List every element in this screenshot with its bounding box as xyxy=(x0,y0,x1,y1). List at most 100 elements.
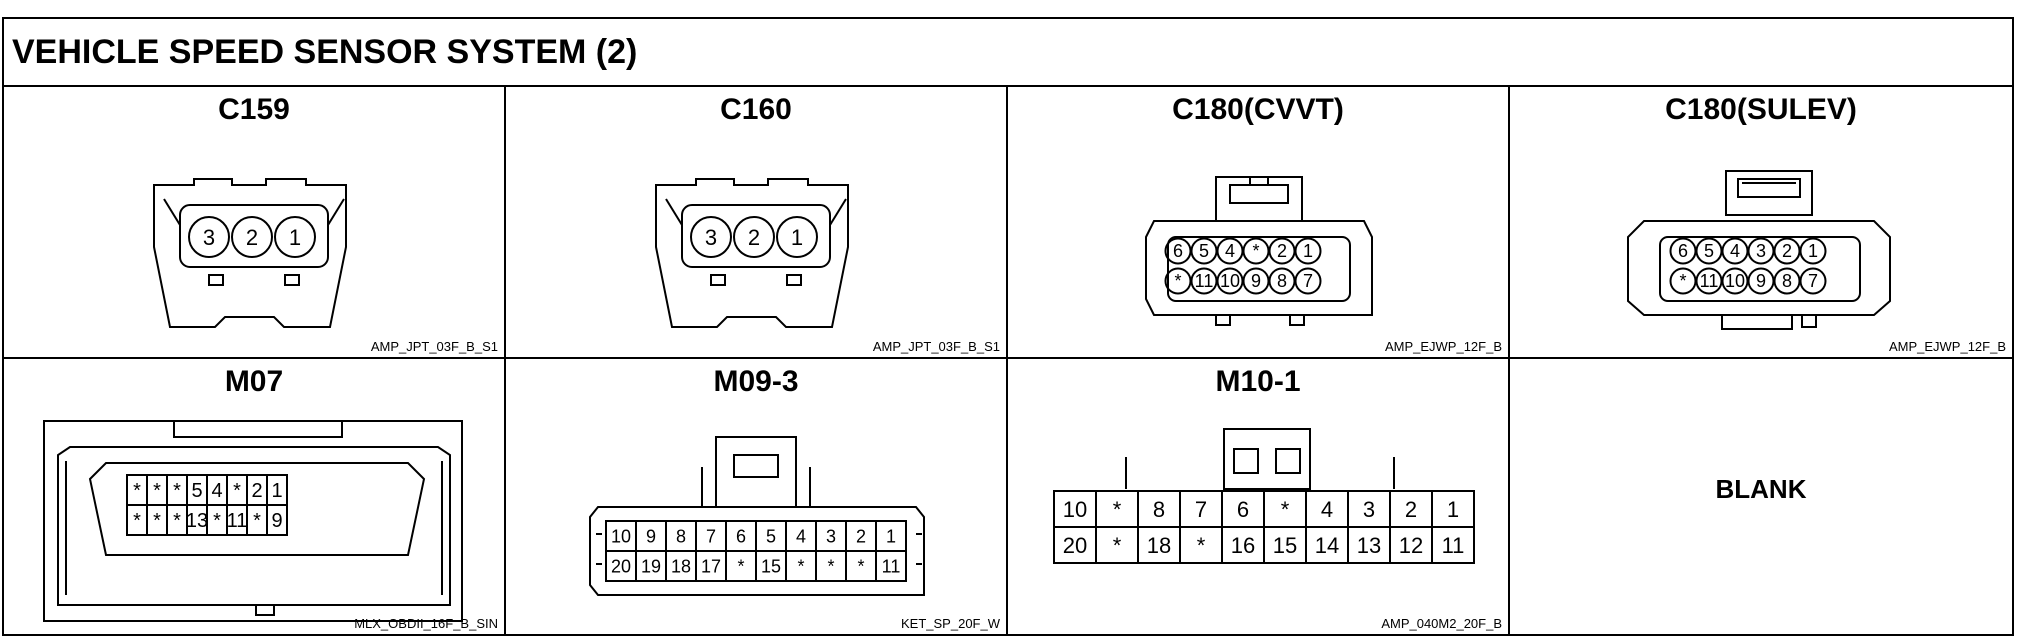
pin-label: 11 xyxy=(1700,271,1719,291)
pin-label: 3 xyxy=(1363,497,1375,522)
pin-label: 8 xyxy=(1277,271,1287,291)
pin-label: 15 xyxy=(1273,533,1297,558)
pin-label: 9 xyxy=(271,510,282,532)
pin-label: 7 xyxy=(706,526,716,546)
pin-label: 2 xyxy=(1405,497,1417,522)
pin-label: 8 xyxy=(1782,271,1792,291)
part-code: MLX_OBDII_16F_B_SIN xyxy=(354,616,498,631)
pin-label: 10 xyxy=(1220,271,1240,291)
pin-circle xyxy=(274,216,316,258)
pin-cell xyxy=(266,504,288,536)
pin-label: 13 xyxy=(1357,533,1381,558)
pin-label: 3 xyxy=(705,225,717,250)
pin-label: * xyxy=(173,510,181,532)
pin-label: 7 xyxy=(1303,271,1313,291)
pin-label: 20 xyxy=(1063,533,1087,558)
panel-blank: BLANK xyxy=(1510,359,2012,634)
pin-cell xyxy=(875,550,907,582)
pin-label: 8 xyxy=(676,526,686,546)
pin-label: 1 xyxy=(1447,497,1459,522)
pin-label: 8 xyxy=(1153,497,1165,522)
pin-label: 18 xyxy=(671,556,691,576)
pin-label: * xyxy=(737,556,744,576)
pin-label: 4 xyxy=(1321,497,1333,522)
pin-label: 2 xyxy=(1782,241,1792,261)
pin-label: 11 xyxy=(1442,533,1465,558)
panel-c160: C160 3 2 1 AMP_JPT_03F_B_S1 xyxy=(506,87,1008,359)
part-code: AMP_JPT_03F_B_S1 xyxy=(370,339,498,354)
pin-circle xyxy=(231,216,273,258)
pin-label: * xyxy=(253,510,261,532)
part-code: AMP_EJWP_12F_B xyxy=(1384,339,1502,354)
pin-label: 10 xyxy=(1725,271,1745,291)
pin-label: 6 xyxy=(736,526,746,546)
part-code: AMP_JPT_03F_B_S1 xyxy=(872,339,1000,354)
pin-label: 4 xyxy=(796,526,806,546)
pin-label: 5 xyxy=(766,526,776,546)
connector-title: C180(SULEV) xyxy=(1665,93,1857,126)
pin-label: * xyxy=(173,480,181,502)
pin-circle xyxy=(188,216,230,258)
pin-circle xyxy=(690,216,732,258)
part-code: AMP_EJWP_12F_B xyxy=(1888,339,2006,354)
connector-title: M09-3 xyxy=(713,365,799,398)
pin-row-bottom: * 11 10 9 8 7 xyxy=(1669,267,1827,295)
pin-label: 11 xyxy=(1195,271,1214,291)
pin-circle xyxy=(1294,237,1322,265)
connector-c180-cvvt-diagram: 6 5 4 * 2 1 * 11 xyxy=(1145,176,1373,326)
panel-c180-sulev: C180(SULEV) 6 5 4 xyxy=(1510,87,2012,359)
pin-label: 9 xyxy=(646,526,656,546)
pin-label: * xyxy=(1113,497,1122,522)
pin-label: 1 xyxy=(886,526,896,546)
panel-c180-cvvt: C180(CVVT) 6 5 4 * xyxy=(1008,87,1510,359)
pin-label: * xyxy=(797,556,804,576)
pin-label: 2 xyxy=(1277,241,1287,261)
pin-label: 1 xyxy=(791,225,803,250)
pin-label: * xyxy=(133,480,141,502)
pin-label: 6 xyxy=(1237,497,1249,522)
title-bar: VEHICLE SPEED SENSOR SYSTEM (2) xyxy=(4,19,2012,87)
connector-title: M07 xyxy=(224,365,284,398)
pin-grid: 6 5 4 * 2 1 * 11 xyxy=(1164,237,1322,295)
connector-title: C180(CVVT) xyxy=(1172,93,1344,126)
pin-label: 3 xyxy=(826,526,836,546)
pin-label: * xyxy=(153,480,161,502)
pin-label: * xyxy=(827,556,834,576)
blank-label: BLANK xyxy=(1715,474,1807,504)
pin-label: 5 xyxy=(1704,241,1714,261)
part-code: AMP_040M2_20F_B xyxy=(1381,616,1502,631)
pin-label: 1 xyxy=(1808,241,1818,261)
pin-circle xyxy=(1799,237,1827,265)
pin-label: * xyxy=(133,510,141,532)
pin-label: 14 xyxy=(1315,533,1339,558)
sheet-title: VEHICLE SPEED SENSOR SYSTEM (2) xyxy=(12,33,638,71)
pin-circle xyxy=(733,216,775,258)
pin-label: 11 xyxy=(227,510,248,532)
pin-cell xyxy=(1431,526,1475,564)
pin-label: * xyxy=(153,510,161,532)
pin-label: * xyxy=(213,510,221,532)
pin-label: * xyxy=(1281,497,1290,522)
pin-row-top: 6 5 4 3 2 1 xyxy=(1669,237,1827,265)
pin-label: 7 xyxy=(1808,271,1818,291)
pin-label: 1 xyxy=(1303,241,1313,261)
pin-label: 4 xyxy=(211,480,222,502)
pin-label: 10 xyxy=(1063,497,1087,522)
pin-label: 1 xyxy=(289,225,301,250)
pin-circle xyxy=(1294,267,1322,295)
pin-label: 2 xyxy=(748,225,760,250)
connector-title: C159 xyxy=(218,93,290,126)
pin-label: 3 xyxy=(1756,241,1766,261)
pin-label: 16 xyxy=(1231,533,1255,558)
pin-label: 4 xyxy=(1225,241,1235,261)
pin-label: 2 xyxy=(251,480,262,502)
pin-label: 2 xyxy=(246,225,258,250)
